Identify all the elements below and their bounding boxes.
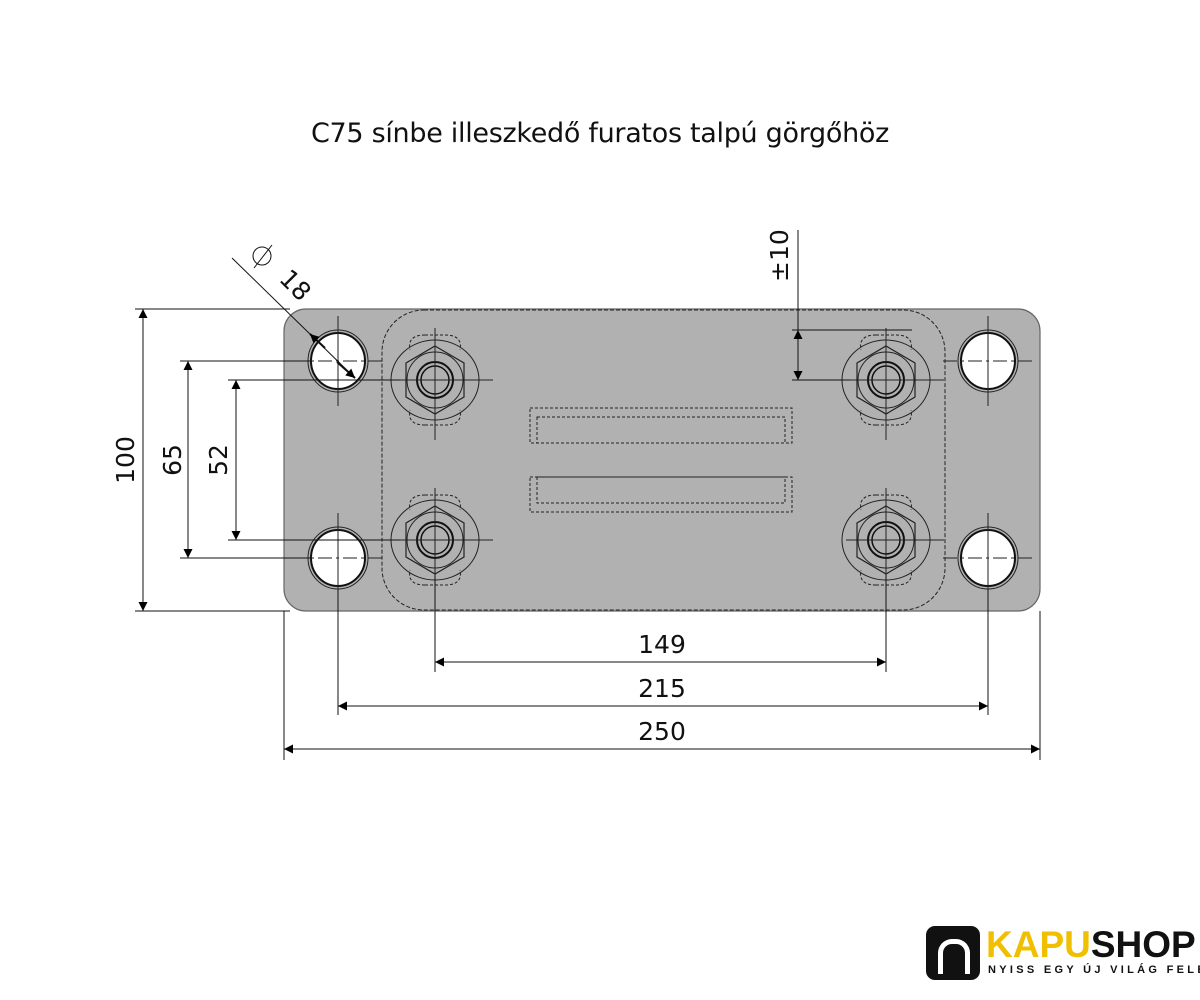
kapushop-logo: KAPUSHOP NYISS EGY ÚJ VILÁG FELÉ (926, 924, 1200, 982)
drawing-title: C75 sínbe illeszkedő furatos talpú görgő… (310, 118, 889, 149)
dim-width-bolts: 149 (638, 630, 686, 659)
slot (529, 407, 793, 513)
dim-height-holes: 65 (158, 444, 187, 476)
dim-height-total: 100 (111, 436, 140, 484)
dim-width-holes: 215 (638, 674, 686, 703)
dim-width-total: 250 (638, 717, 686, 746)
dim-height-bolts: 52 (204, 444, 233, 476)
logo-kapu: KAPU (986, 924, 1091, 965)
dim-offset: ±10 (765, 229, 794, 282)
base-plate (283, 308, 1041, 612)
logo-shop: SHOP (1090, 924, 1196, 965)
roller-outline (381, 309, 946, 611)
logo-door-icon (926, 926, 980, 980)
dim-hole-diameter: 18 (274, 264, 317, 307)
logo-tagline: NYISS EGY ÚJ VILÁG FELÉ (988, 964, 1200, 976)
